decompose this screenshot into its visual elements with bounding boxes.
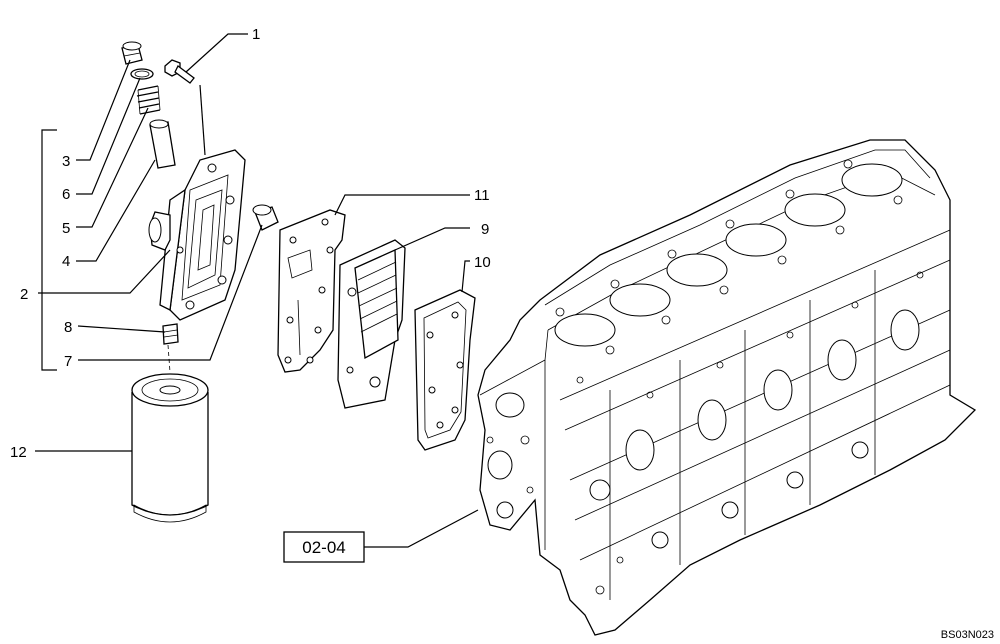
oil-cooler-housing: [148, 149, 246, 321]
callout-7: 7: [64, 353, 72, 370]
callout-9: 9: [481, 221, 489, 238]
engine-block: [477, 139, 977, 636]
group-bracket: [41, 129, 57, 371]
cooler-core-9: [337, 239, 406, 409]
callout-10: 10: [474, 254, 491, 271]
leader-lines: [35, 33, 479, 548]
callout-8: 8: [64, 319, 72, 336]
oil-filter-12: [131, 373, 209, 523]
valve-4: [149, 119, 176, 169]
callout-6: 6: [62, 186, 70, 203]
callout-4: 4: [62, 253, 70, 270]
callout-11: 11: [474, 187, 490, 204]
callout-1: 1: [252, 26, 260, 43]
gasket-10: [414, 289, 476, 451]
reference-box-label: 02-04: [302, 538, 345, 557]
seal-ring-6: [130, 68, 154, 80]
callout-3: 3: [62, 153, 70, 170]
plug-3: [121, 41, 143, 65]
fitting-8: [162, 323, 179, 345]
sleeve-7: [252, 204, 279, 231]
drawing-code: BS03N023: [941, 629, 994, 641]
bolt-1: [164, 59, 195, 84]
gasket-11: [277, 209, 346, 373]
spring-5: [136, 85, 161, 115]
callout-2: 2: [20, 286, 28, 303]
callout-5: 5: [62, 220, 70, 237]
callout-12: 12: [10, 444, 27, 461]
reference-box: 02-04: [283, 531, 365, 563]
